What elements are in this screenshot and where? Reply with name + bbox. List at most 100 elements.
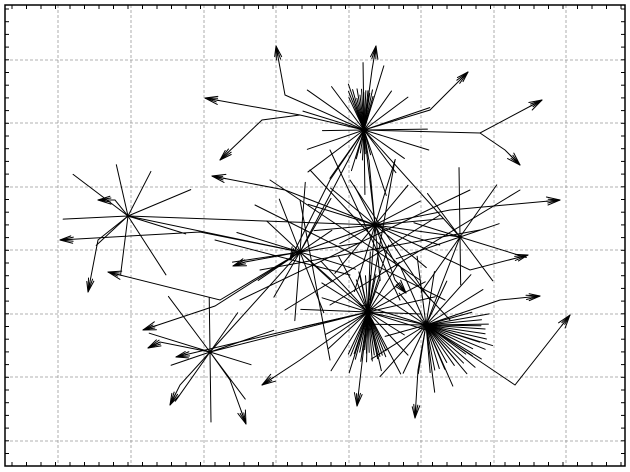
edge xyxy=(425,274,472,326)
edge xyxy=(416,255,427,326)
edge xyxy=(95,215,129,246)
edge xyxy=(299,181,306,253)
edge xyxy=(339,224,376,245)
edge xyxy=(414,405,421,419)
edge xyxy=(425,324,468,375)
edge xyxy=(321,282,369,313)
edge xyxy=(259,229,481,271)
edge xyxy=(367,274,377,313)
edge xyxy=(395,236,461,260)
edge xyxy=(306,129,365,150)
edge xyxy=(363,129,430,151)
edge xyxy=(329,189,521,306)
edge xyxy=(148,332,211,353)
edge xyxy=(425,324,446,370)
edge xyxy=(209,312,239,353)
edge xyxy=(355,279,369,313)
edge xyxy=(115,164,129,217)
edge xyxy=(299,242,362,253)
edge xyxy=(425,314,571,386)
edge xyxy=(528,293,541,297)
edge xyxy=(398,292,427,326)
edge xyxy=(254,204,446,301)
edge xyxy=(299,129,365,253)
edge xyxy=(174,351,211,402)
edge xyxy=(425,324,474,350)
edge xyxy=(59,231,301,253)
edge xyxy=(307,129,365,173)
edge xyxy=(330,311,369,372)
edge xyxy=(244,409,247,425)
edge xyxy=(425,280,448,326)
edge xyxy=(459,236,494,282)
edge xyxy=(367,224,376,313)
edge xyxy=(219,154,232,161)
edge xyxy=(299,251,357,270)
edge xyxy=(545,196,561,201)
edge xyxy=(211,175,225,183)
edge xyxy=(363,129,461,238)
edge xyxy=(375,291,427,326)
edge xyxy=(327,311,369,350)
edge xyxy=(367,278,381,313)
edge xyxy=(374,224,529,271)
edge xyxy=(370,324,427,360)
edge xyxy=(367,281,426,313)
edge xyxy=(127,189,192,217)
edge xyxy=(306,89,365,131)
edge xyxy=(214,239,351,276)
edge xyxy=(425,324,481,343)
edge xyxy=(209,351,252,366)
edge xyxy=(219,114,301,161)
edge xyxy=(349,179,431,301)
edge xyxy=(363,71,469,131)
edge xyxy=(425,324,465,364)
edge xyxy=(425,324,448,363)
edge xyxy=(331,86,365,131)
edge xyxy=(369,159,396,301)
edge xyxy=(370,45,377,58)
edge xyxy=(425,289,484,326)
edge xyxy=(367,311,405,336)
edge xyxy=(425,295,541,326)
edge xyxy=(459,236,462,286)
edge xyxy=(363,129,376,226)
edge xyxy=(363,96,409,131)
edge xyxy=(400,279,407,294)
edge xyxy=(425,324,436,371)
edge xyxy=(261,380,276,386)
edge xyxy=(414,324,427,419)
edge xyxy=(97,199,112,205)
edge xyxy=(425,236,461,326)
edge xyxy=(363,129,405,159)
edge xyxy=(302,110,365,131)
edge xyxy=(425,324,486,335)
edge xyxy=(169,395,180,406)
edge xyxy=(300,308,369,313)
edge xyxy=(358,303,427,326)
edge xyxy=(363,90,392,131)
edge xyxy=(356,394,363,407)
edge xyxy=(420,236,461,293)
edge xyxy=(209,311,369,353)
edge xyxy=(425,324,431,374)
edge xyxy=(425,319,482,326)
edge xyxy=(313,224,376,232)
edge xyxy=(513,152,521,166)
edge xyxy=(330,187,376,226)
edge xyxy=(347,311,369,355)
edge xyxy=(321,297,369,313)
edge xyxy=(363,95,374,131)
edge xyxy=(363,129,387,196)
edge xyxy=(384,324,427,337)
edge xyxy=(374,200,421,226)
edge xyxy=(72,173,129,217)
edge xyxy=(87,280,95,293)
edge xyxy=(367,311,409,356)
edge xyxy=(359,273,369,313)
edge xyxy=(374,199,561,226)
edge xyxy=(425,324,486,330)
network-edges xyxy=(59,45,571,425)
edge xyxy=(399,265,427,326)
edge xyxy=(321,129,365,132)
